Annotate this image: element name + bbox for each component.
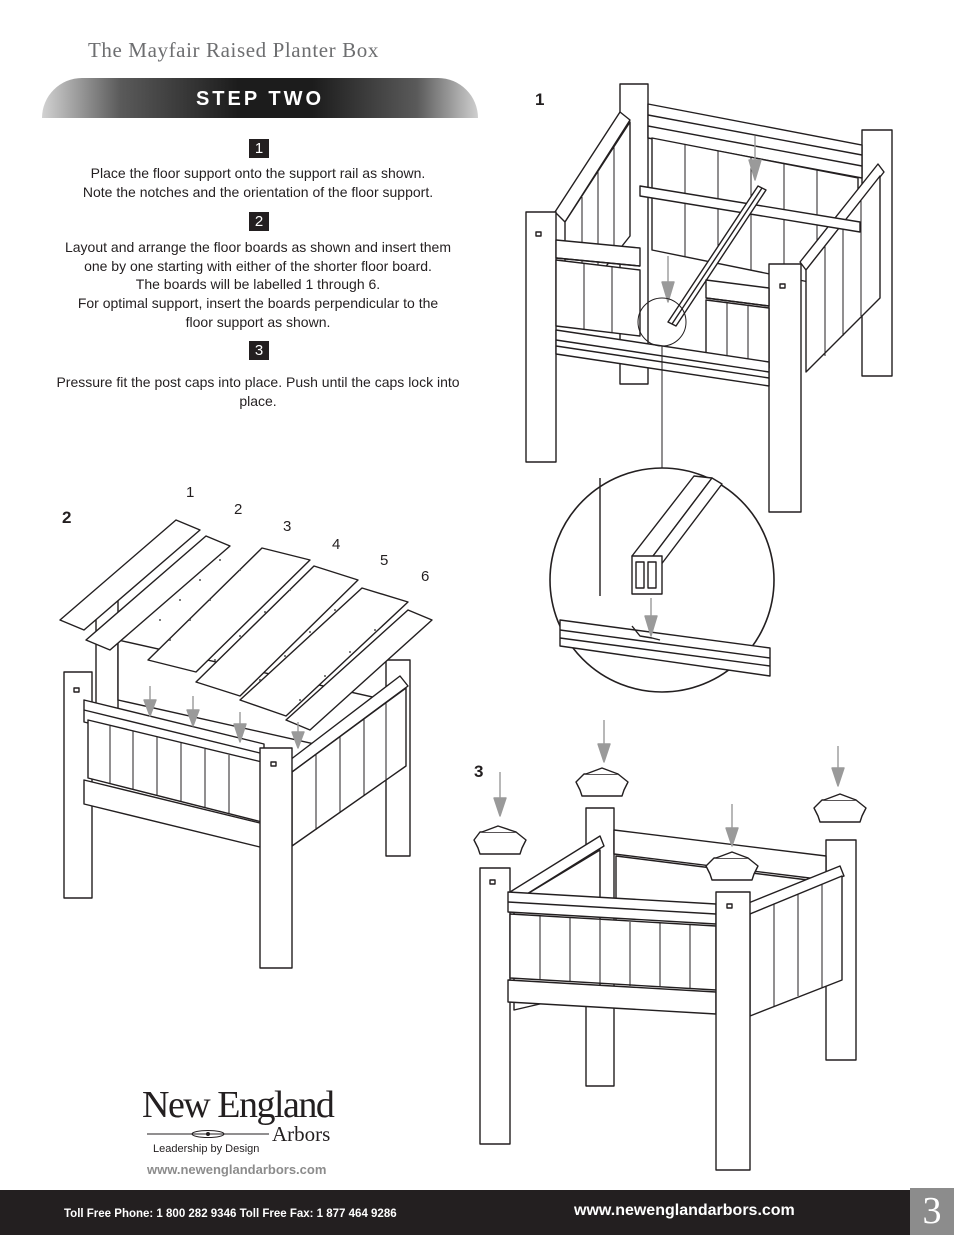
instruction-2-number: 2 [249,212,269,231]
instruction-line: place. [239,392,277,409]
instruction-3-number: 3 [249,341,269,360]
step-banner: STEP TWO [42,78,478,118]
logo-wordmark: New England [142,1084,335,1126]
instruction-1-text: Place the floor support onto the support… [40,164,476,201]
figure-1-illustration [525,83,893,693]
logo-tagline: Leadership by Design [153,1143,260,1155]
instruction-line: Layout and arrange the floor boards as s… [64,239,452,255]
board-label-2: 2 [234,501,243,518]
document-title: The Mayfair Raised Planter Box [88,38,379,62]
page-number-box: 3 [910,1188,954,1235]
figure-2-illustration [59,519,433,969]
figure-1-label: 1 [535,90,545,109]
board-label-5: 5 [380,552,389,569]
instruction-line: Place the floor support onto the support… [90,165,426,181]
figure-3-illustration [473,720,867,1171]
board-label-1: 1 [186,484,195,501]
figure-3-label: 3 [474,762,484,781]
step-title: STEP TWO [195,88,325,110]
instruction-line: one by one starting with either of the s… [84,257,432,274]
logo-url: www.newenglandarbors.com [147,1162,327,1177]
footer-bar [0,1190,954,1235]
logo-ornament [147,1130,269,1138]
board-label-6: 6 [421,568,430,585]
footer-website-link[interactable]: www.newenglandarbors.com [574,1202,795,1219]
instruction-line: The boards will be labelled 1 through 6. [135,276,381,293]
instruction-line: Pressure fit the post caps into place. P… [56,374,460,390]
instruction-3-text: Pressure fit the post caps into place. P… [40,373,476,410]
figure-2-label: 2 [62,508,72,527]
board-label-4: 4 [332,536,341,553]
instruction-line: floor support as shown. [185,313,331,330]
logo-subtitle: Arbors [272,1122,331,1146]
instruction-line: For optimal support, insert the boards p… [77,295,439,312]
instruction-line: Note the notches and the orientation of … [82,183,434,200]
page-number: 3 [922,1190,942,1232]
footer-contact: Toll Free Phone: 1 800 282 9346 Toll Fre… [64,1208,397,1220]
board-label-3: 3 [283,518,292,535]
instruction-1-number: 1 [249,139,269,158]
instruction-2-text: Layout and arrange the floor boards as s… [40,238,476,332]
